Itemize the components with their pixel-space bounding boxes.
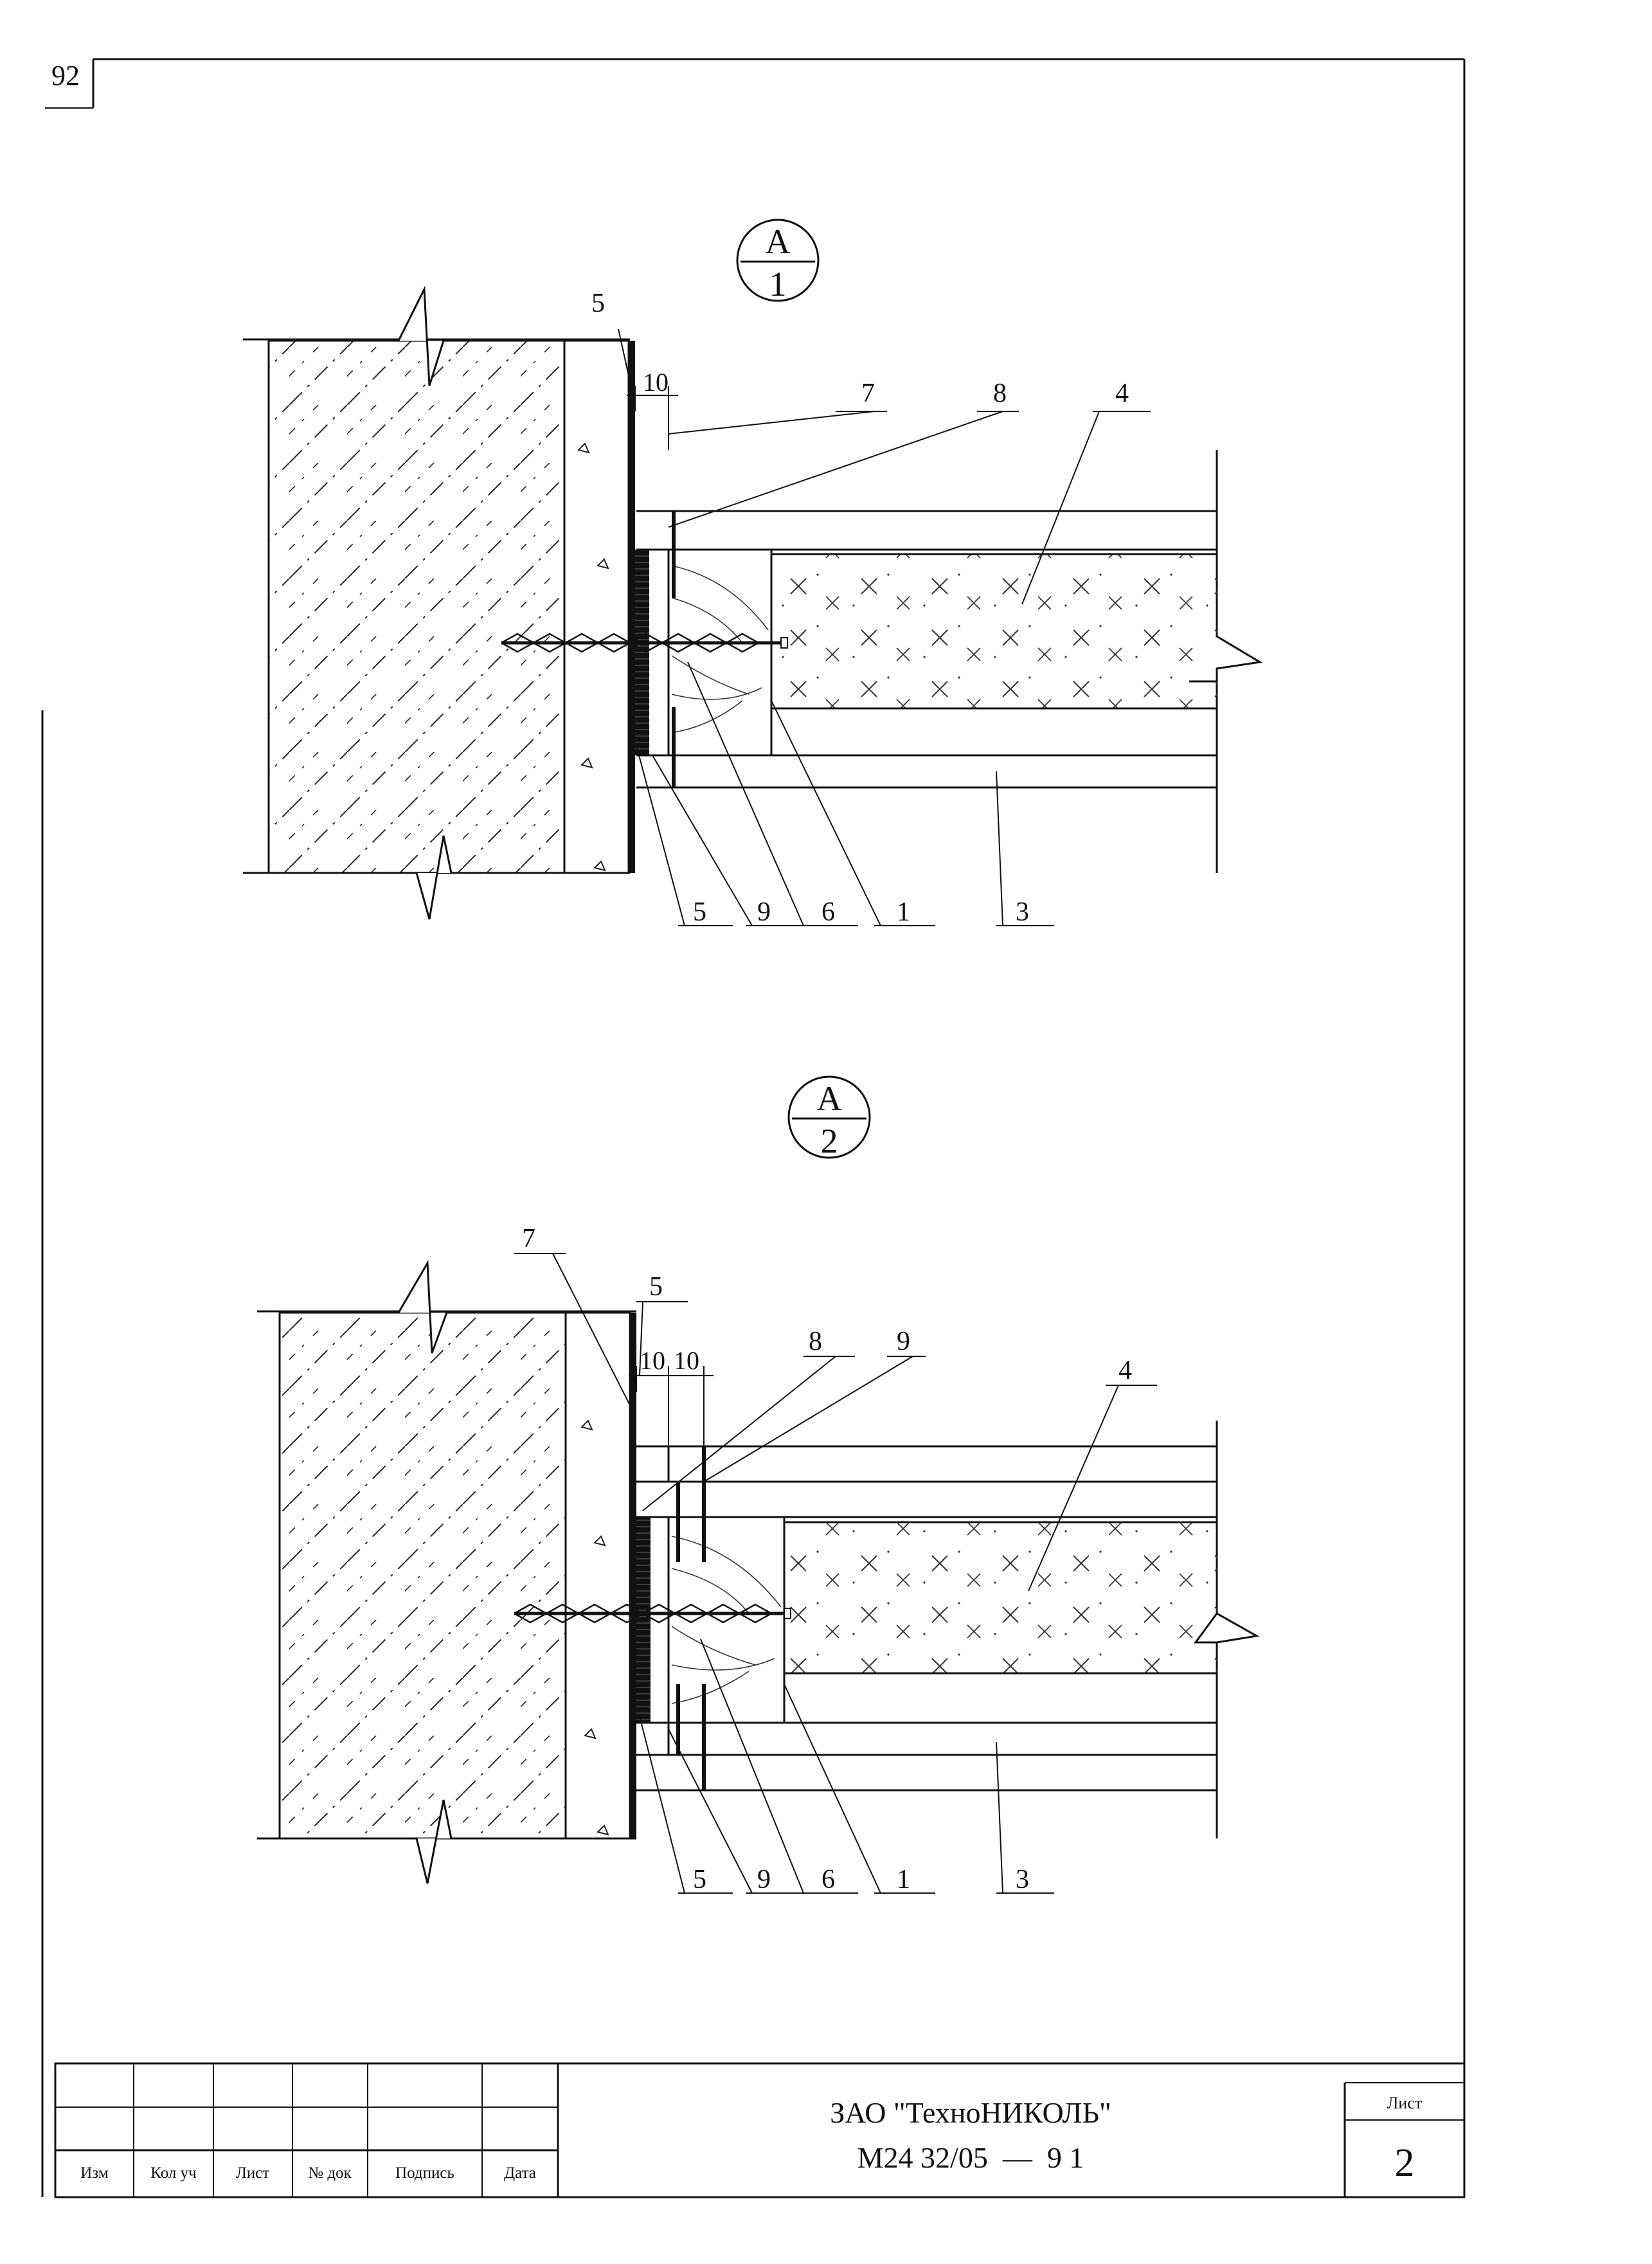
- callout-a1-6: 6: [822, 897, 835, 927]
- tb-col-signature: Подпись: [395, 2164, 454, 2182]
- callout-a2-6: 6: [822, 1865, 835, 1894]
- concrete-wall-a1: [267, 339, 566, 874]
- callout-a1-5-top: 5: [591, 289, 605, 318]
- break-line-top-a1: [397, 285, 445, 386]
- concrete-wall-a2: [278, 1311, 567, 1840]
- tb-col-kol-uch: Кол уч: [150, 2164, 196, 2182]
- insulation-break-a1: [1189, 635, 1263, 683]
- timber-block-a1: [667, 548, 773, 757]
- callout-a1-9: 9: [757, 897, 771, 927]
- dimension-label-a2-2: 10: [674, 1346, 699, 1375]
- callout-a2-7: 7: [522, 1224, 535, 1253]
- callout-a2-8: 8: [809, 1327, 822, 1356]
- leader-lines-bottom-a2: [639, 1639, 1054, 1894]
- page-number: 92: [51, 60, 80, 91]
- tb-col-list: Лист: [236, 2164, 269, 2182]
- dimension-a1: [627, 386, 678, 450]
- marker-letter-a1: A: [766, 222, 791, 261]
- tb-sheet-label: Лист: [1387, 2094, 1422, 2112]
- marker-number-a1: 1: [769, 265, 787, 303]
- callout-a2-4: 4: [1118, 1356, 1132, 1385]
- insulation-break-a2: [1194, 1612, 1260, 1644]
- tb-col-izm: Изм: [80, 2164, 109, 2182]
- callout-a2-9-bottom: 9: [757, 1865, 771, 1894]
- title-block: Изм Кол уч Лист № док Подпись Дата ЗАО "…: [54, 2062, 1466, 2198]
- plaster-layer-a1: [563, 339, 630, 874]
- membrane-a1: [629, 341, 635, 873]
- plaster-layer-a2: [564, 1311, 631, 1840]
- break-line-bottom-a1: [415, 835, 453, 920]
- sealant-strip-a2: [636, 1517, 651, 1723]
- insulation-a2: [784, 1522, 1217, 1673]
- callout-a1-4: 4: [1115, 379, 1129, 408]
- tb-company: ЗАО "ТехноНИКОЛЬ": [830, 2096, 1111, 2129]
- sheet-border: [41, 58, 1466, 2197]
- break-line-bottom-a2: [415, 1799, 453, 1884]
- leader-lines-bottom-a1: [636, 661, 1054, 926]
- callout-a2-9-top: 9: [897, 1327, 910, 1356]
- tb-col-date: Дата: [504, 2164, 536, 2182]
- marker-number-a2: 2: [821, 1122, 838, 1160]
- section-marker-a2: A 2: [787, 1075, 871, 1160]
- callout-a1-8: 8: [993, 379, 1007, 408]
- marker-letter-a2: A: [817, 1079, 842, 1118]
- nails-a2: [676, 1446, 706, 1790]
- membrane-a2: [630, 1313, 636, 1838]
- anchor-bolt-a1: [501, 633, 788, 653]
- dimension-a2: [629, 1366, 714, 1446]
- leader-lines-a2: [514, 1253, 1157, 1592]
- callout-a2-5-top: 5: [649, 1272, 663, 1302]
- callout-a2-5-bottom: 5: [693, 1865, 706, 1894]
- dimension-label-a1: 10: [643, 368, 669, 397]
- sealant-strip-a1: [635, 550, 649, 755]
- section-marker-a1: A 1: [736, 219, 820, 303]
- insulation-a1: [771, 554, 1217, 708]
- callout-a1-7: 7: [861, 379, 875, 408]
- callout-a1-3: 3: [1016, 897, 1029, 927]
- dimension-label-a2-1: 10: [640, 1346, 665, 1375]
- anchor-bolt-a2: [514, 1603, 791, 1624]
- callout-a1-1: 1: [897, 897, 910, 927]
- tb-col-doc-no: № док: [308, 2164, 352, 2182]
- tb-doc-code: М24 32/05 — 9 1: [857, 2141, 1084, 2174]
- leader-lines-a1: [618, 328, 1151, 605]
- callout-a2-1: 1: [897, 1865, 910, 1894]
- callout-a1-5-bottom: 5: [693, 897, 706, 927]
- tb-sheet-number: 2: [1395, 2141, 1415, 2185]
- detail-a2: A 2: [257, 1075, 1260, 1894]
- callout-a2-3: 3: [1016, 1865, 1029, 1894]
- break-line-top-a2: [397, 1259, 448, 1354]
- detail-a1: A 1: [243, 219, 1263, 927]
